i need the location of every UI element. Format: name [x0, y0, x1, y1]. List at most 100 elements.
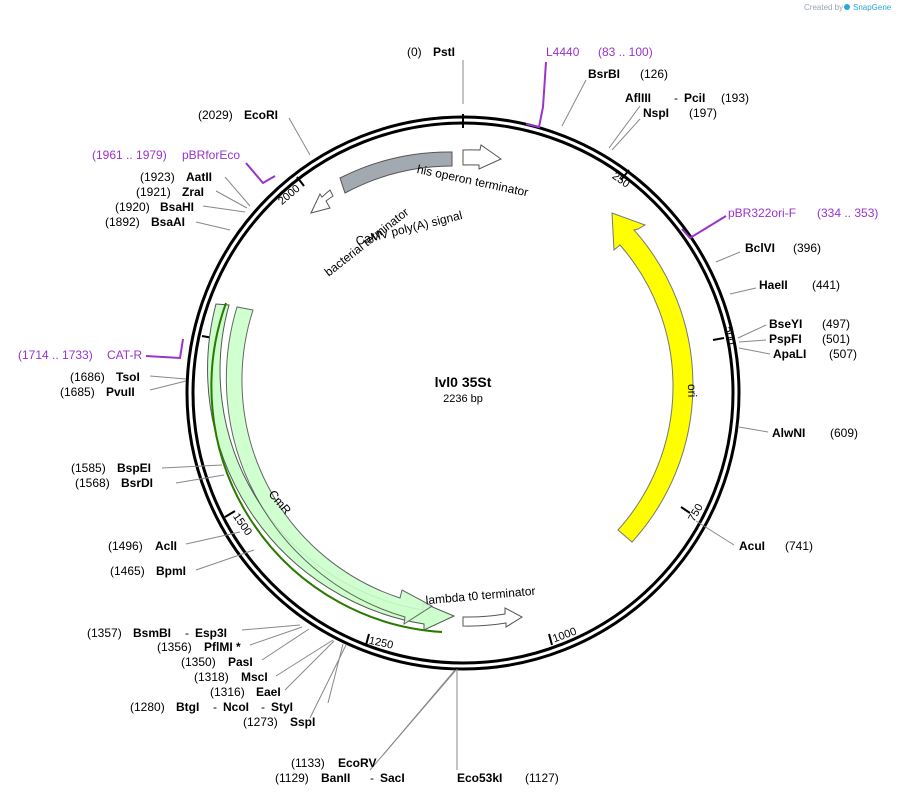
site-name: NcoI [223, 700, 249, 714]
site-name: StyI [271, 700, 293, 714]
site-name: NspI [643, 106, 669, 120]
primer-catr-name: CAT-R [107, 348, 142, 362]
site-name: BspEI [117, 461, 151, 475]
site-name: BtgI [176, 700, 199, 714]
plasmid-name: lvl0 35St [435, 374, 492, 390]
site-name: SacI [380, 771, 405, 785]
site-pos: (741) [785, 539, 813, 553]
tick-marks [201, 114, 725, 646]
bacterial-terminator-arrow [310, 189, 334, 214]
site-name: AflIII [625, 91, 651, 105]
site-name: PasI [228, 655, 253, 669]
lambda-t0-terminator-arrow [462, 607, 524, 628]
site-pos: (501) [822, 332, 850, 346]
site-pos: (1686) [70, 370, 105, 384]
site-pos: (1280) [130, 700, 165, 714]
primer-pbr322ori-name: pBR322ori-F [728, 206, 796, 220]
primer-l4440-range: (83 .. 100) [598, 45, 653, 59]
site-pos: (1129) [275, 771, 309, 785]
site-name: BsaHI [160, 200, 194, 214]
primer-labels: L4440 (83 .. 100) pBR322ori-F (334 .. 35… [18, 45, 878, 362]
site-sep: - [261, 700, 265, 714]
site-leader-lines [149, 60, 771, 771]
site-name: PciI [684, 91, 705, 105]
site-pos: (1273) [243, 715, 278, 729]
bacterial-terminator-label: bacterial terminator [322, 205, 412, 279]
site-name: TsoI [116, 370, 140, 384]
primer-pbrforeco-range: (1961 .. 1979) [92, 148, 167, 162]
site-pos: (609) [830, 426, 858, 440]
cmr-inner-feature [225, 306, 433, 626]
site-pos: (0) [407, 45, 422, 59]
tick-750: 750 [686, 502, 706, 524]
site-pos: (441) [812, 278, 840, 292]
site-name: PvuII [106, 385, 135, 399]
plasmid-length: 2236 bp [443, 393, 483, 405]
site-name: BsrDI [121, 476, 153, 490]
site-pos: (507) [829, 347, 857, 361]
site-pos: (497) [822, 317, 850, 331]
site-name: EcoRI [244, 108, 278, 122]
site-name: AcuI [739, 539, 765, 553]
site-pos: (1920) [115, 200, 150, 214]
site-pos: (1350) [181, 655, 216, 669]
credit-label: Created by [804, 3, 843, 12]
primer-catr-range: (1714 .. 1733) [18, 348, 93, 362]
site-sep: - [185, 626, 189, 640]
site-name: Esp3I [195, 626, 227, 640]
site-name: AatII [186, 170, 212, 184]
site-name: BanII [321, 771, 350, 785]
site-sep: - [213, 700, 217, 714]
site-name: PstI [433, 45, 455, 59]
ori-label: ori [685, 384, 699, 398]
pbrforeco-mark [245, 162, 276, 185]
site-pos: (1568) [75, 476, 110, 490]
site-pos: (1316) [210, 685, 245, 699]
site-name: BpmI [156, 564, 186, 578]
site-pos: (396) [793, 241, 821, 255]
site-name: BseYI [769, 317, 802, 331]
site-pos: (1892) [105, 215, 140, 229]
site-pos: (1356) [157, 640, 192, 654]
site-pos: (1923) [140, 170, 175, 184]
site-pos: (197) [689, 106, 717, 120]
site-name: ApaLI [773, 347, 806, 361]
site-pos: (1465) [110, 564, 145, 578]
site-sep: - [370, 771, 374, 785]
site-name: ZraI [182, 185, 204, 199]
camv-polya-feature [339, 151, 453, 194]
cmr-orf-line [210, 302, 443, 633]
site-name: MscI [241, 670, 268, 684]
cat-r-mark [145, 338, 184, 360]
site-name: EaeI [256, 685, 281, 699]
his-operon-label: his operon terminator [416, 162, 530, 199]
site-pos: (1496) [108, 539, 143, 553]
site-name: AclI [155, 539, 177, 553]
site-name: BsaAI [151, 215, 185, 229]
lambda-t0-label: lambda t0 terminator [425, 584, 536, 608]
site-name: PspFI [769, 332, 802, 346]
l4440-mark [525, 61, 547, 129]
site-pos: (193) [721, 91, 749, 105]
site-name: SspI [290, 715, 315, 729]
site-name: AlwNI [772, 426, 805, 440]
site-pos: (1585) [71, 461, 106, 475]
credit-brand: SnapGene [853, 3, 892, 12]
site-name: PflMI * [204, 640, 241, 654]
site-name: HaeII [759, 278, 788, 292]
site-pos: (126) [640, 67, 668, 81]
site-name: Eco53kI [457, 771, 502, 785]
site-name: BclVI [745, 241, 775, 255]
site-pos: (1133) [291, 756, 325, 770]
site-pos: (2029) [198, 108, 233, 122]
site-pos: (1685) [60, 385, 95, 399]
site-pos: (1357) [87, 626, 122, 640]
site-pos: (1921) [136, 185, 171, 199]
site-pos: (1318) [194, 670, 229, 684]
site-name: BsmBI [133, 626, 171, 640]
primer-pbrforeco-name: pBRforEco [182, 148, 240, 162]
site-name: BsrBI [588, 67, 620, 81]
pbr322ori-f-mark [681, 215, 727, 240]
site-pos: (1127) [525, 771, 559, 785]
